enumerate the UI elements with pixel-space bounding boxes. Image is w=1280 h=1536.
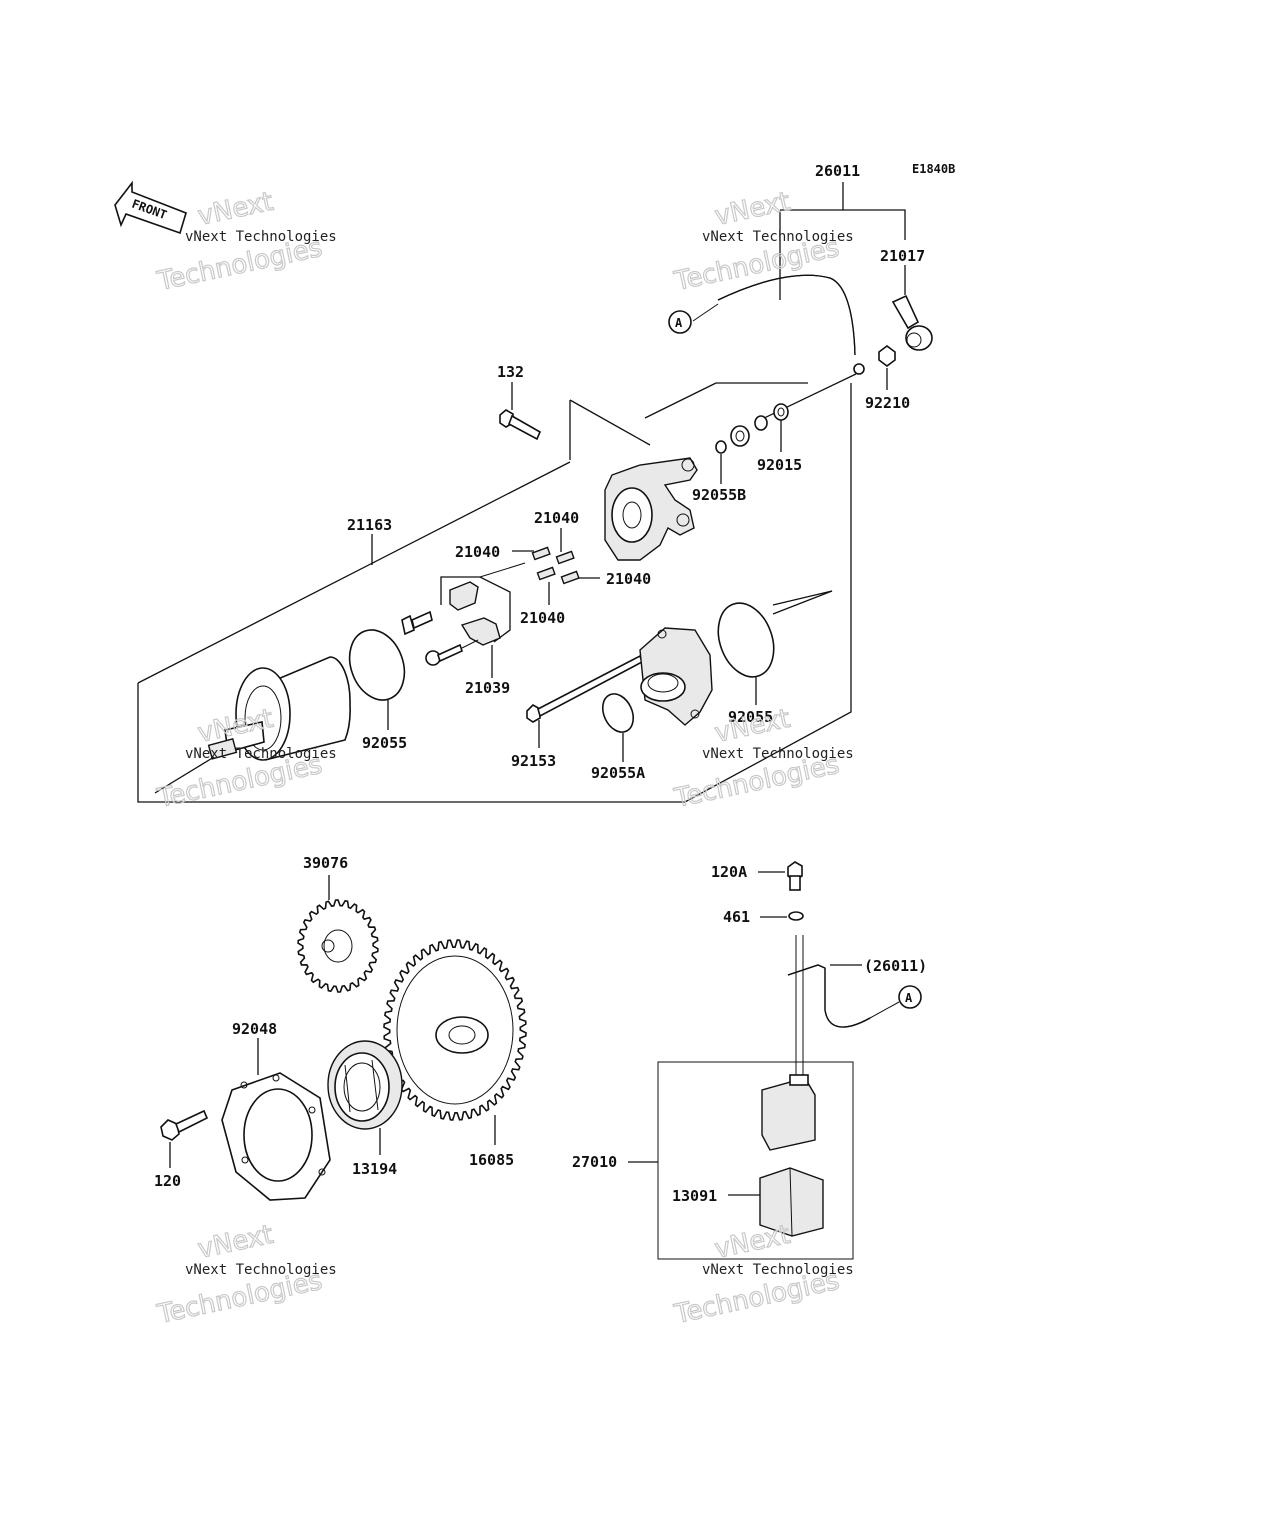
axis-line (772, 590, 833, 606)
svg-text:vNext Technologies: vNext Technologies (185, 229, 337, 245)
watermark-1: vNext vNext Technologies Technologies (154, 186, 337, 298)
end-cover (604, 457, 698, 561)
label-461: 461 (723, 908, 750, 926)
leader-lines (169, 182, 906, 1196)
label-92055a: 92055A (591, 764, 645, 782)
svg-text:vNext: vNext (195, 1220, 276, 1265)
label-39076: 39076 (303, 854, 348, 872)
starter-cable (692, 274, 865, 421)
label-21017: 21017 (880, 247, 925, 265)
watermark-6: vNext vNext Technologies Technologies (671, 1219, 854, 1331)
svg-text:vNext: vNext (195, 187, 276, 232)
oring-92055a (601, 693, 635, 733)
label-92055b: 92055B (692, 486, 746, 504)
one-way-clutch (327, 1040, 403, 1130)
brush-springs (531, 546, 580, 585)
starter-relay-group (657, 861, 871, 1260)
connector-a-top: A (668, 310, 692, 334)
watermark-2: vNext vNext Technologies Technologies (671, 186, 854, 298)
label-27010: 27010 (572, 1153, 617, 1171)
idler-gear (297, 899, 379, 993)
starter-motor-enclosure (137, 382, 852, 803)
front-cover (639, 627, 713, 726)
label-120a: 120A (711, 863, 747, 881)
label-120: 120 (154, 1172, 181, 1190)
nut-92210 (878, 345, 896, 367)
svg-text:vNext: vNext (712, 1220, 793, 1265)
svg-text:vNext Technologies: vNext Technologies (702, 1262, 854, 1278)
bolt-132 (499, 409, 542, 441)
part-labels: 26011 21017 132 92210 92015 92055B 21163… (154, 162, 927, 1205)
svg-text:vNext: vNext (712, 187, 793, 232)
terminal-cap (891, 294, 933, 351)
label-92055-right: 92055 (728, 708, 773, 726)
starter-clutch-gear (383, 939, 527, 1121)
label-21040-c: 21040 (606, 570, 651, 588)
oring-92055b (715, 440, 727, 454)
label-21040-a: 21040 (534, 509, 579, 527)
watermark-4: vNext vNext Technologies Technologies (671, 703, 854, 815)
label-21163: 21163 (347, 516, 392, 534)
label-21039: 21039 (465, 679, 510, 697)
label-21040-b: 21040 (455, 543, 500, 561)
svg-text:vNext Technologies: vNext Technologies (185, 1262, 337, 1278)
svg-text:A: A (675, 316, 683, 330)
oring-92055-left (348, 629, 406, 701)
label-13194: 13194 (352, 1160, 397, 1178)
oring-92055-right (717, 602, 775, 678)
brush-holder (401, 562, 526, 666)
label-26011-ref: (26011) (864, 957, 927, 975)
clutch-holder-plate (221, 1072, 331, 1201)
svg-text:vNext Technologies: vNext Technologies (185, 746, 337, 762)
washers-92015 (730, 403, 789, 447)
front-arrow-icon: FRONT (114, 180, 187, 235)
label-92015: 92015 (757, 456, 802, 474)
label-21040-d: 21040 (520, 609, 565, 627)
motor-yoke (154, 656, 351, 794)
label-26011: 26011 (815, 162, 860, 180)
svg-text:vNext Technologies: vNext Technologies (702, 229, 854, 245)
label-132: 132 (497, 363, 524, 381)
label-92153: 92153 (511, 752, 556, 770)
label-13091: 13091 (672, 1187, 717, 1205)
connector-a-bottom: A (869, 985, 922, 1019)
label-16085: 16085 (469, 1151, 514, 1169)
svg-text:vNext: vNext (712, 704, 793, 749)
label-92210: 92210 (865, 394, 910, 412)
diagram-code: E1840B (912, 162, 955, 176)
svg-text:vNext Technologies: vNext Technologies (702, 746, 854, 762)
svg-text:A: A (905, 991, 913, 1005)
bolt-120 (160, 1109, 209, 1141)
label-92048: 92048 (232, 1020, 277, 1038)
watermark-5: vNext vNext Technologies Technologies (154, 1219, 337, 1331)
label-92055-left: 92055 (362, 734, 407, 752)
